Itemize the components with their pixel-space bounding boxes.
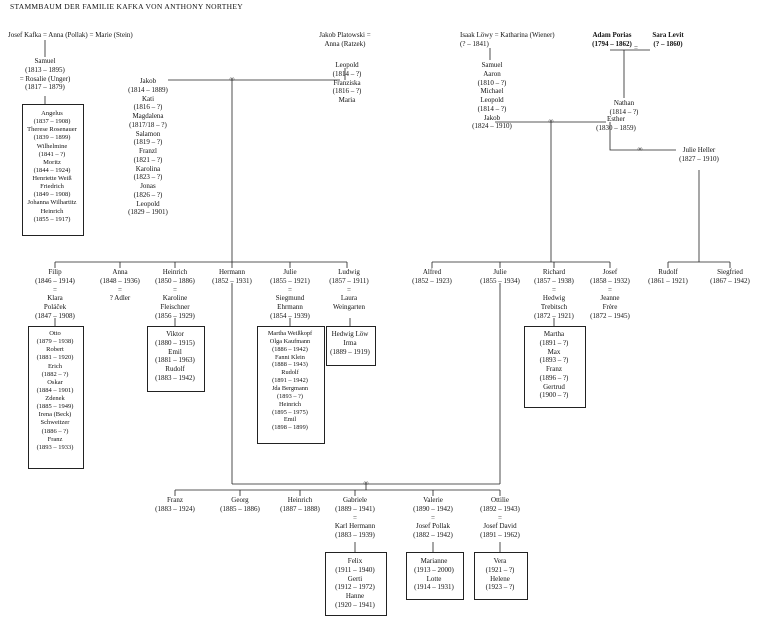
gabriele-children: Felix (1911 – 1940) Gerti (1912 – 1972) … [335,557,375,609]
julie-children-box [257,326,325,444]
josef-kafka: Josef Kafka = Anna (Pollak) = Marie (Ste… [8,31,133,39]
georg: Georg (1885 – 1886) [220,496,260,513]
heinrich-children: Viktor (1880 – 1915) Emil (1881 – 1963) … [155,330,195,382]
marriage-symbol: ∞ [548,117,554,125]
valerie: Valerie (1890 – 1942) = Josef Pollak (18… [413,496,453,539]
heinrich-children-box [147,326,205,392]
filip-children-box [28,326,84,469]
jakob-platowski: Jakob Platowski = Anna (Ratzek) [319,31,371,48]
julie-1855: Julie (1855 – 1921) = Siegmund Ehrmann (… [270,268,310,320]
franz-kafka: Franz (1883 – 1924) [155,496,195,513]
samuel-children-box [22,104,84,236]
ottilie: Ottilie (1892 – 1943) = Josef David (189… [480,496,520,539]
julie-children: Martha Weißkopf Olga Kaufmann (1886 – 19… [267,330,313,432]
josef-1858: Josef (1858 – 1932) = Jeanne Frère (1872… [590,268,630,320]
richard: Richard (1857 – 1938) = Hedwig Trebitsch… [534,268,574,320]
heinrich-1850: Heinrich (1850 – 1886) = Karoline Fleisc… [155,268,195,320]
gabriele: Gabriele (1889 – 1941) = Karl Hermann (1… [334,496,376,539]
marriage-symbol: ∞ [229,75,235,83]
samuel-children: Angelus (1837 – 1908) Therese Rosenauer … [27,110,77,223]
jakob-siblings: Jakob (1814 – 1889) Kati (1816 – ?) Magd… [128,77,168,217]
equals-symbol: = [634,44,638,52]
esther: Esther (1830 – 1859) [596,115,636,132]
julie-loewy: Julie (1855 – 1934) [480,268,520,285]
gabriele-children-box [325,552,387,616]
isaak-loewy: Isaak Löwy = Katharina (Wiener) (? – 184… [460,31,555,48]
ottilie-children-box [474,552,528,600]
valerie-children-box [406,552,464,600]
ludwig-children: Hedwig Löw Irma (1889 – 1919) [330,330,370,356]
marriage-symbol: ∞ [363,479,369,487]
adam-porias: Adam Porias (1794 – 1862) [592,31,632,48]
valerie-children: Marianne (1913 – 2000) Lotte (1914 – 193… [414,557,454,592]
ludwig-children-box [326,326,376,366]
julie-heller: Julie Heller (1827 – 1910) [679,146,719,163]
sara-levit: Sara Levit (? – 1860) [652,31,684,48]
platowski-children: Leopold (1814 – ?) Franziska (1816 – ?) … [332,61,362,104]
page-title: STAMMBAUM DER FAMILIE KAFKA VON ANTHONY … [10,2,243,11]
ludwig: Ludwig (1857 – 1911) = Laura Weingarten [329,268,369,311]
hermann: Hermann (1852 – 1931) [212,268,252,285]
filip: Filip (1846 – 1914) = Klara Poláček (184… [35,268,75,320]
loewy-children: Samuel Aaron (1810 – ?) Michael Leopold … [472,61,512,131]
nathan: Nathan (1814 – ?) [609,99,639,116]
richard-children: Martha (1891 – ?) Max (1893 – ?) Franz (… [539,330,569,400]
richard-children-box [524,326,586,408]
filip-children: Otto (1879 – 1938) Robert (1881 – 1920) … [36,330,74,451]
rudolf-1861: Rudolf (1861 – 1921) [648,268,688,285]
samuel: Samuel (1813 – 1895) = Rosalie (Unger) (… [19,57,71,92]
heinrich-1887: Heinrich (1887 – 1888) [280,496,320,513]
alfred: Alfred (1852 – 1923) [412,268,452,285]
siegfried: Siegfried (1867 – 1942) [710,268,750,285]
anna: Anna (1848 – 1936) = ? Adler [100,268,140,303]
ottilie-children: Vera (1921 – ?) Helene (1923 – ?) [485,557,515,592]
marriage-symbol: ∞ [637,145,643,153]
